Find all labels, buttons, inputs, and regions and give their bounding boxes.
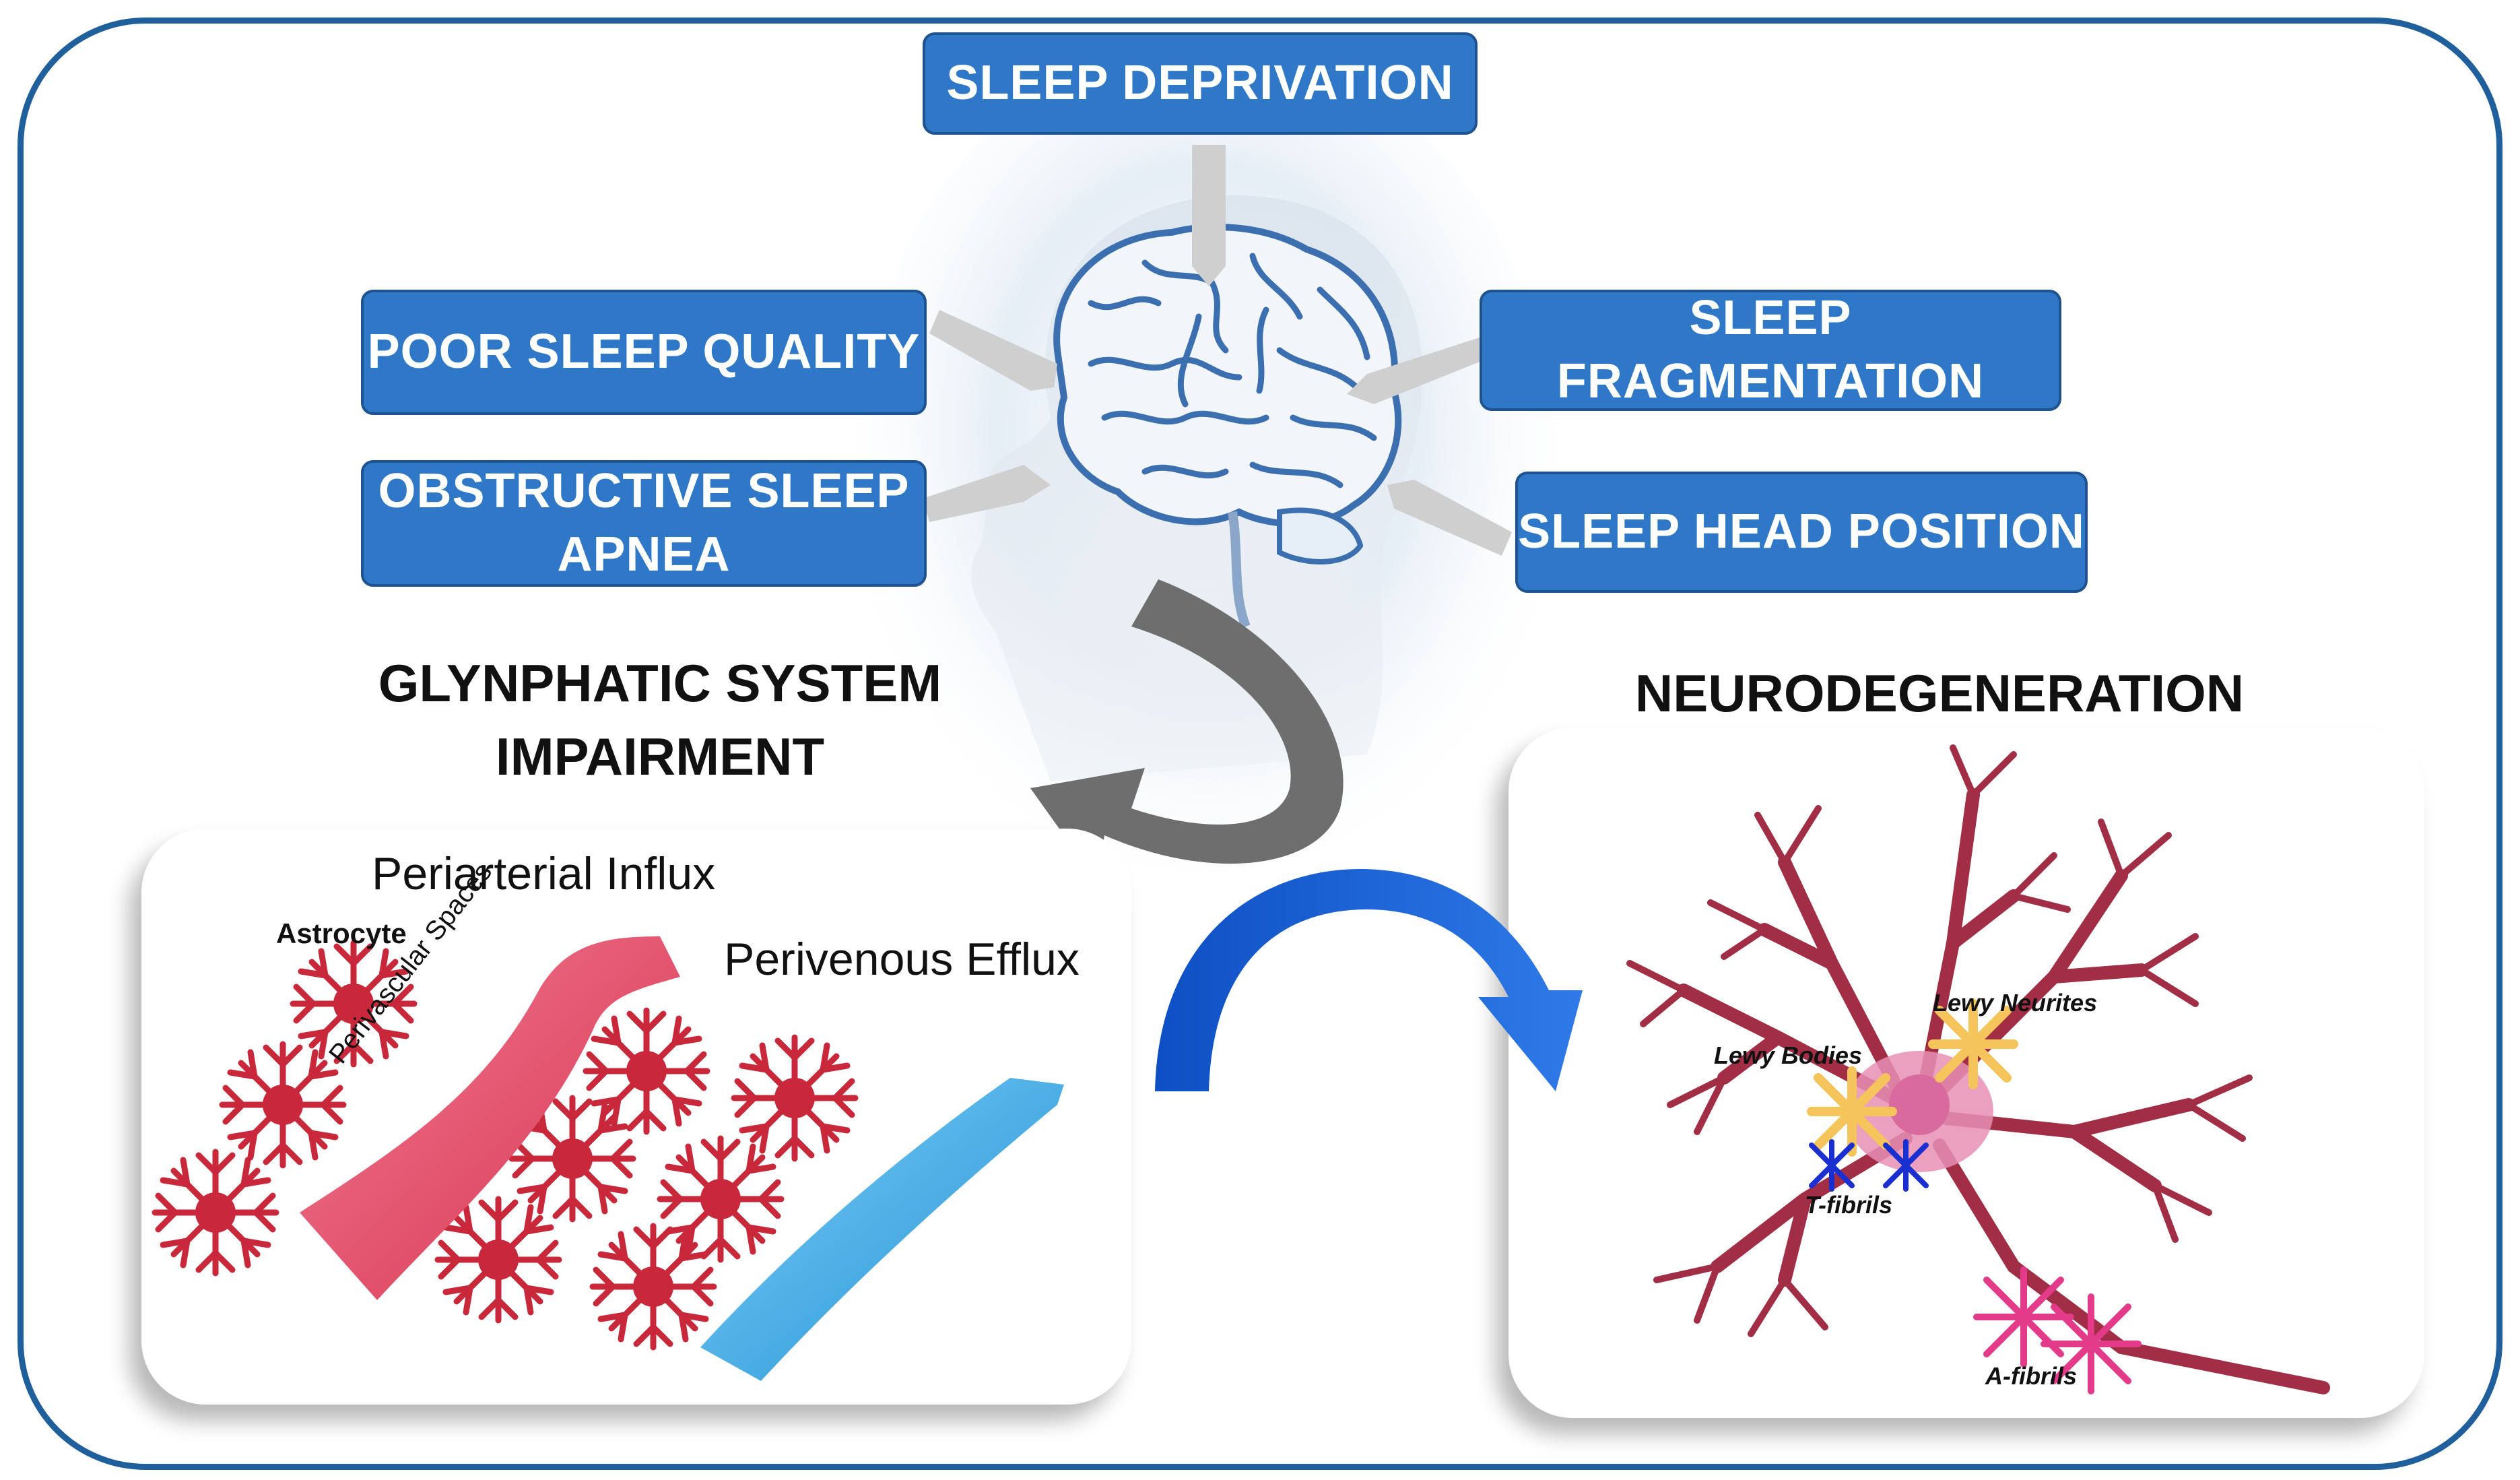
arrow-fragmentation xyxy=(1347,337,1492,404)
factor-arrows xyxy=(923,145,1512,556)
t-fibrils-label: T-fibrils xyxy=(1805,1191,1893,1219)
factor-label-line1: OBSTRUCTIVE SLEEP xyxy=(378,464,910,519)
lewy-bodies-icon xyxy=(1807,1066,1897,1157)
factor-sleep-fragmentation: SLEEP FRAGMENTATION xyxy=(1480,290,2061,411)
factor-label: POOR SLEEP QUALITY xyxy=(367,325,921,379)
neurodegeneration-title: NEURODEGENERATION xyxy=(1603,657,2276,730)
factor-sleep-deprivation: SLEEP DEPRIVATION xyxy=(923,32,1478,135)
lewy-neurites-icon xyxy=(1928,999,2018,1089)
glymphatic-title-line1: GLYNPHATIC SYSTEM xyxy=(378,653,942,713)
factor-sleep-head-position: SLEEP HEAD POSITION xyxy=(1515,472,2088,593)
vein-vessel xyxy=(700,1078,1064,1381)
factor-label-line1: SLEEP xyxy=(1689,291,1852,346)
factor-poor-sleep-quality: POOR SLEEP QUALITY xyxy=(361,290,927,415)
glymphatic-title: GLYNPHATIC SYSTEM IMPAIRMENT xyxy=(364,647,956,794)
arrow-head-position xyxy=(1387,480,1512,556)
neurodegeneration-title-text: NEURODEGENERATION xyxy=(1634,664,2245,723)
arrow-quality xyxy=(929,310,1057,391)
astrocyte-label: Astrocyte xyxy=(276,918,407,949)
lewy-bodies-label: Lewy Bodies xyxy=(1714,1041,1863,1069)
a-fibrils-icon xyxy=(1973,1266,2142,1394)
factor-obstructive-sleep-apnea: OBSTRUCTIVE SLEEP APNEA xyxy=(361,460,927,587)
artery-vessel xyxy=(300,936,680,1300)
arrow-deprivation xyxy=(1192,145,1226,286)
neuron-nucleus xyxy=(1889,1074,1950,1135)
factor-label-line2: FRAGMENTATION xyxy=(1556,354,1985,408)
factor-label: SLEEP DEPRIVATION xyxy=(946,56,1454,110)
arrow-apnea xyxy=(923,465,1051,522)
lewy-neurites-label: Lewy Neurites xyxy=(1933,989,2098,1017)
t-fibrils-icon xyxy=(1809,1139,1929,1192)
brain-icon xyxy=(1053,224,1402,629)
grey-curved-arrow xyxy=(1030,579,1344,882)
factor-label-line2: APNEA xyxy=(557,527,731,581)
factor-label: SLEEP HEAD POSITION xyxy=(1518,505,2085,559)
glymphatic-title-line2: IMPAIRMENT xyxy=(495,727,825,787)
a-fibrils-label: A-fibrils xyxy=(1985,1362,2078,1390)
perivenous-efflux-label: Perivenous Efflux xyxy=(724,934,1080,985)
blue-curved-arrow xyxy=(1155,869,1583,1091)
periarterial-influx-label: Periarterial Influx xyxy=(372,848,716,899)
